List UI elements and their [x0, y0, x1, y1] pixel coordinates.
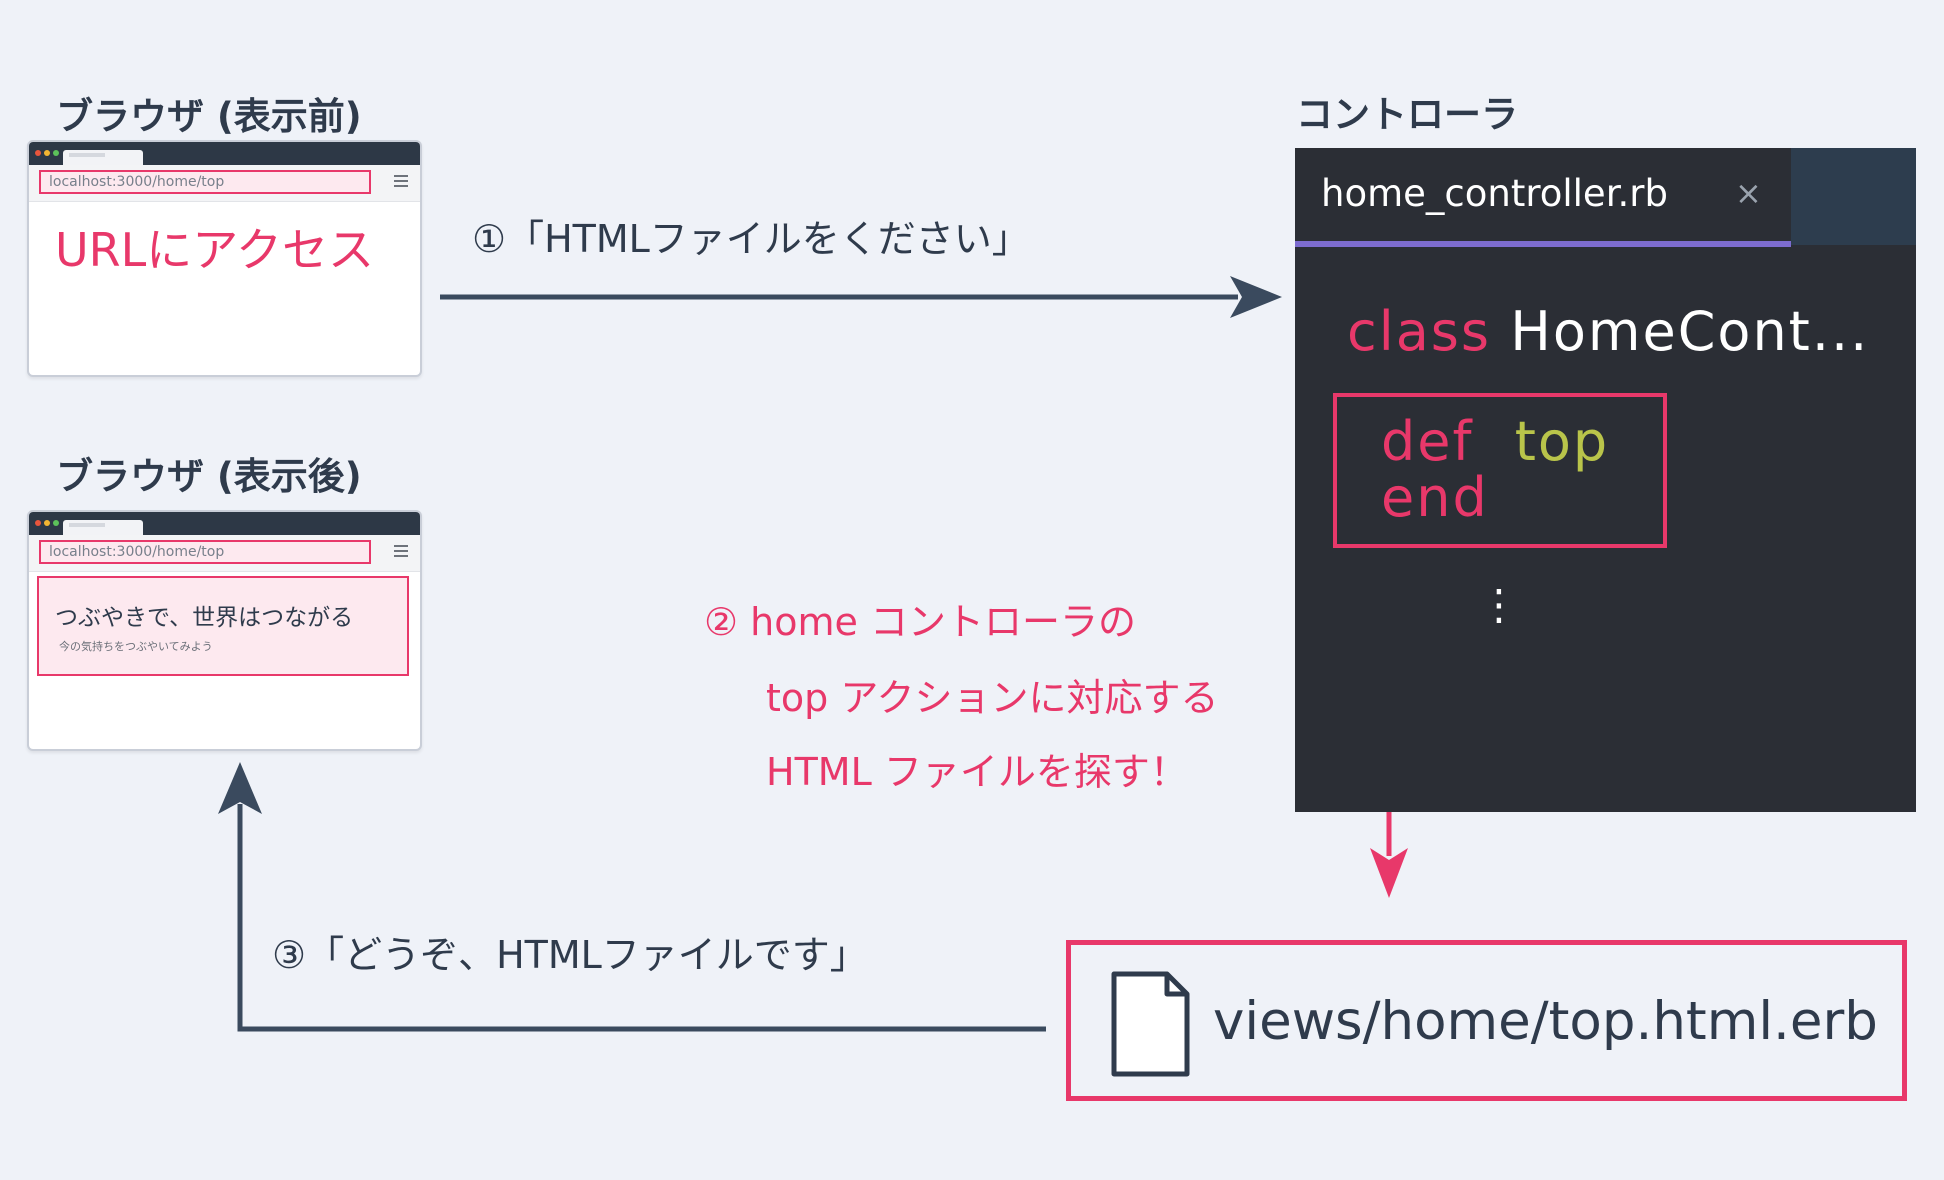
step2-line2: top アクションに対応する — [766, 676, 1219, 720]
code-line-def: def top — [1381, 410, 1609, 473]
maximize-dot-icon — [53, 520, 59, 526]
hamburger-menu-icon — [394, 175, 408, 190]
browser-before: localhost:3000/home/top URLにアクセス — [27, 140, 422, 377]
access-url-text: URLにアクセス — [55, 223, 374, 277]
minimize-dot-icon — [44, 520, 50, 526]
browser-after-title: ブラウザ (表示後) — [56, 455, 362, 498]
url-field: localhost:3000/home/top — [39, 540, 371, 564]
keyword-def: def — [1381, 410, 1474, 473]
page-content-box: つぶやきで、世界はつながる 今の気持ちをつぶやいてみよう — [37, 576, 409, 676]
browser-address-bar: localhost:3000/home/top — [29, 535, 420, 572]
subtext: 今の気持ちをつぶやいてみよう — [59, 640, 213, 653]
view-file-box: views/home/top.html.erb — [1066, 940, 1907, 1101]
editor-tabbar: home_controller.rb × — [1295, 148, 1916, 247]
code-editor: home_controller.rb × class HomeCont... d… — [1295, 148, 1916, 812]
step2-line1: ② home コントローラの — [704, 600, 1136, 644]
browser-titlebar — [29, 512, 420, 535]
keyword-class: class — [1347, 300, 1492, 363]
browser-after: localhost:3000/home/top つぶやきで、世界はつながる 今の… — [27, 510, 422, 751]
code-line-class: class HomeCont... — [1347, 300, 1869, 363]
close-icon[interactable]: × — [1735, 174, 1762, 212]
tab-home-controller[interactable]: home_controller.rb × — [1295, 148, 1791, 247]
close-dot-icon — [35, 520, 41, 526]
method-highlight-box — [1333, 393, 1667, 548]
file-icon — [1111, 971, 1190, 1077]
url-field: localhost:3000/home/top — [39, 170, 371, 194]
method-name: top — [1514, 410, 1610, 473]
file-path-label: views/home/top.html.erb — [1213, 991, 1878, 1052]
class-name: HomeCont... — [1510, 300, 1870, 363]
response-arrow — [218, 762, 1046, 1032]
minimize-dot-icon — [44, 150, 50, 156]
maximize-dot-icon — [53, 150, 59, 156]
browser-address-bar: localhost:3000/home/top — [29, 165, 420, 202]
step1-label: ①「HTMLファイルをください」 — [472, 217, 1030, 261]
browser-before-title: ブラウザ (表示前) — [56, 95, 362, 138]
tab-label: home_controller.rb — [1321, 172, 1668, 215]
step2-line3: HTML ファイルを探す！ — [766, 750, 1188, 794]
ellipsis-icon: ⋮ — [1478, 580, 1520, 629]
close-dot-icon — [35, 150, 41, 156]
browser-tab — [63, 520, 143, 535]
hamburger-menu-icon — [394, 545, 408, 560]
code-line-end: end — [1381, 466, 1489, 529]
controller-title: コントローラ — [1296, 93, 1518, 136]
step3-label: ③「どうぞ、HTMLファイルです」 — [272, 933, 868, 977]
headline-text: つぶやきで、世界はつながる — [55, 605, 354, 631]
browser-titlebar — [29, 142, 420, 165]
browser-tab — [63, 150, 143, 165]
request-arrow — [440, 276, 1282, 318]
